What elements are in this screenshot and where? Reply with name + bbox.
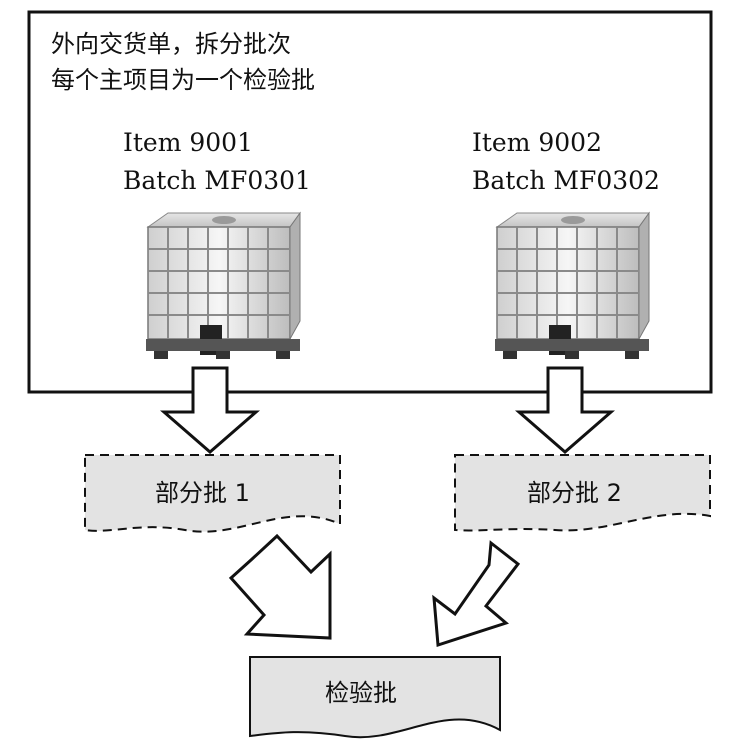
partial-lot-shape <box>84 454 341 533</box>
partial-lot-shape <box>454 454 711 532</box>
ibc-tote-icon <box>146 211 301 359</box>
partial-lot-label: 部分批 1 <box>155 479 250 507</box>
inspection-lot-label: 检验批 <box>325 679 397 707</box>
item-number: Item 9002 <box>472 128 602 157</box>
diagonal-arrow-icon <box>228 533 332 640</box>
diagonal-arrow-icon <box>432 540 521 648</box>
delivery-title-line1: 外向交货单，拆分批次 <box>51 30 291 58</box>
partial-lot-label: 部分批 2 <box>527 479 622 507</box>
batch-number: Batch MF0301 <box>123 166 311 195</box>
batch-number: Batch MF0302 <box>472 166 660 195</box>
down-arrow-icon <box>514 366 616 454</box>
delivery-title-line2: 每个主项目为一个检验批 <box>51 66 315 94</box>
inspection-lot-shape <box>249 656 501 739</box>
down-arrow-icon <box>159 366 261 454</box>
ibc-tote-icon <box>495 211 650 359</box>
item-number: Item 9001 <box>123 128 253 157</box>
